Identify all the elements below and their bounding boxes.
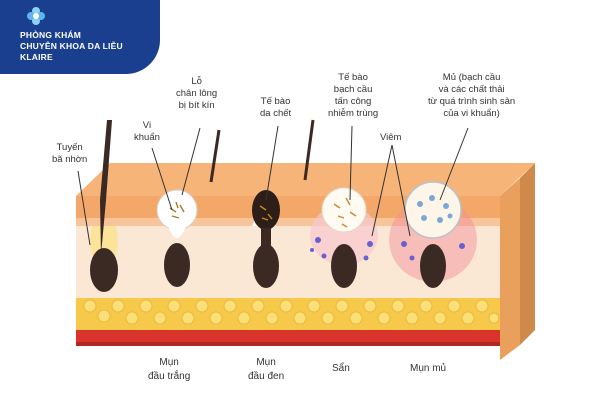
follicle-blackhead bbox=[252, 190, 280, 288]
follicle-papule bbox=[310, 187, 378, 288]
muscle-layer bbox=[76, 330, 500, 342]
label-inflammation: Viêm bbox=[380, 132, 402, 143]
stage-pustule: Mụn mủ bbox=[410, 363, 447, 374]
clinic-name-line-3: KLAIRE bbox=[20, 52, 53, 62]
follicle-whitehead bbox=[90, 120, 198, 292]
clinic-brand-badge: PHÒNG KHÁM CHUYÊN KHOA DA LIỄU KLAIRE bbox=[0, 0, 160, 74]
clinic-name-line-2: CHUYÊN KHOA DA LIỄU bbox=[20, 41, 123, 51]
clinic-name-line-1: PHÒNG KHÁM bbox=[20, 30, 82, 40]
cross-plus-icon bbox=[27, 7, 45, 25]
stage-papule: Sẩn bbox=[332, 363, 350, 374]
